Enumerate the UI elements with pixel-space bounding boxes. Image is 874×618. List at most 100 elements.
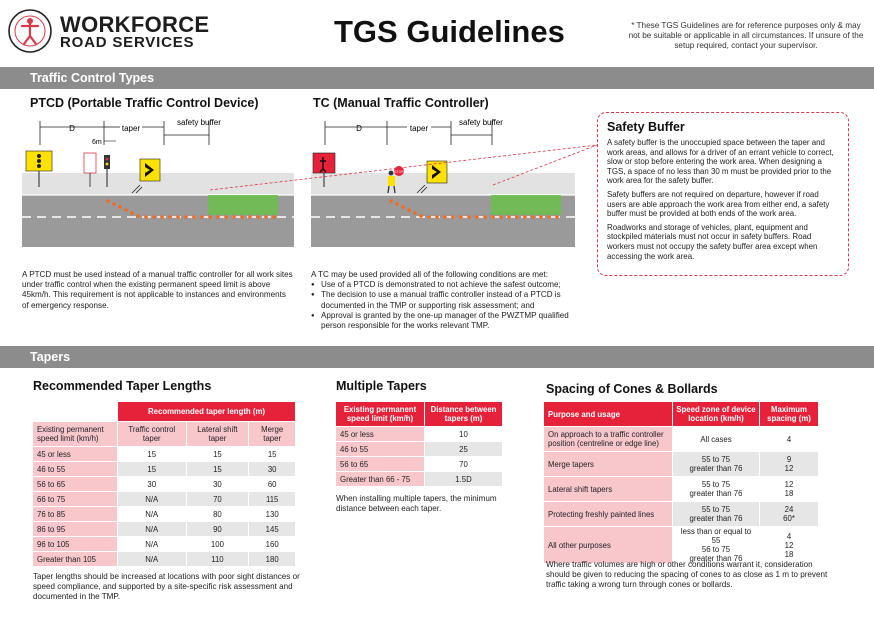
table-cell: N/A (118, 552, 186, 566)
col-header: Merge taper (249, 422, 295, 446)
table-cell: Protecting freshly painted lines (544, 502, 672, 526)
col-header: Existing permanent speed limit (km/h) (33, 422, 117, 446)
table-cell: 10 (425, 427, 502, 441)
page-title: TGS Guidelines (334, 14, 565, 49)
spacing-value: 4 (786, 531, 792, 541)
speed-value: All cases (700, 434, 732, 444)
buffer-leader-lines (209, 144, 598, 191)
table-cell: 180 (249, 552, 295, 566)
table-cell: 25 (425, 442, 502, 456)
table-cell: 15 (249, 447, 295, 461)
spacing-value: 4 (786, 434, 792, 444)
table-cell: 130 (249, 507, 295, 521)
dim-taper-label: taper (122, 124, 141, 133)
table-cell: 15 (118, 447, 186, 461)
logo-line1: WORKFORCE (60, 12, 210, 37)
section-band-tapers: Tapers (0, 346, 874, 368)
dim-6m-label: 6m (92, 139, 102, 146)
table-cell: 56 to 65 (336, 457, 424, 471)
table-cell: 46 to 55 (33, 462, 117, 476)
multiple-tapers-heading: Multiple Tapers (336, 379, 427, 393)
logo-line2: ROAD SERVICES (60, 34, 195, 51)
company-logo (4, 6, 229, 54)
logo-emblem-icon (8, 9, 52, 53)
tc-bullet: The decision to use a manual traffic con… (311, 290, 587, 310)
spacing-value: 18 (784, 549, 794, 559)
table-cell: 30 (249, 462, 295, 476)
ptcd-text: A PTCD must be used instead of a manual … (22, 270, 293, 310)
table-cell: Greater than 105 (33, 552, 117, 566)
col-header: Lateral shift taper (186, 422, 249, 446)
table-cell: 46 to 55 (336, 442, 424, 456)
table-cell: N/A (118, 507, 186, 521)
speed-value: greater than 76 (689, 554, 743, 563)
tc-intro: A TC may be used provided all of the fol… (311, 270, 548, 279)
table-cell: Lateral shift tapers (544, 477, 672, 501)
safety-buffer-title: Safety Buffer (607, 120, 685, 134)
spacing-table: Purpose and usage Speed zone of device l… (543, 401, 819, 564)
taper-lengths-note: Taper lengths should be increased at loc… (33, 572, 300, 601)
table-cell: Merge tapers (544, 452, 672, 476)
tc-heading: TC (Manual Traffic Controller) (313, 96, 489, 110)
section-band-traffic-control: Traffic Control Types (0, 67, 874, 89)
table-cell: 30 (118, 477, 186, 491)
spacing-value: 18 (784, 489, 794, 498)
spacing-heading: Spacing of Cones & Bollards (546, 382, 718, 396)
col-header: Purpose and usage (544, 402, 672, 426)
table-cell: 56 to 65 (33, 477, 117, 491)
speed-value: greater than 76 (689, 514, 743, 523)
multiple-tapers-note: When installing multiple tapers, the min… (336, 494, 497, 513)
table-cell: 45 or less (33, 447, 117, 461)
section-title: Traffic Control Types (30, 71, 155, 85)
table-cell: 90 (186, 522, 249, 536)
table-cell: 60 (249, 477, 295, 491)
spacing-value: 60* (783, 514, 795, 523)
table-cell: 76 to 85 (33, 507, 117, 521)
spacing-value: 12 (784, 480, 794, 489)
col-header: Distance between tapers (m) (425, 402, 502, 426)
table-cell: N/A (118, 537, 186, 551)
ptcd-diagram: D taper safety buffer 6m (22, 118, 294, 247)
section-title: Tapers (30, 350, 71, 364)
table-cell: 1.5D (425, 472, 502, 486)
table-cell: On approach to a traffic controller posi… (544, 427, 672, 451)
disclaimer: * These TGS Guidelines are for reference… (628, 21, 864, 50)
multiple-tapers-table: Existing permanent speed limit (km/h) Di… (335, 401, 503, 487)
table-cell: 4 (760, 427, 818, 451)
tc-text: A TC may be used provided all of the fol… (311, 270, 587, 331)
taper-lengths-heading: Recommended Taper Lengths (33, 379, 212, 393)
table-cell: 66 to 75 (33, 492, 117, 506)
table-cell: 70 (425, 457, 502, 471)
table-cell: 15 (118, 462, 186, 476)
col-header: Traffic control taper (118, 422, 186, 446)
taper-group-header: Recommended taper length (m) (118, 402, 295, 421)
table-cell: 70 (186, 492, 249, 506)
speed-value: 55 to 75 (701, 505, 731, 514)
table-cell: 145 (249, 522, 295, 536)
tc-dim-taper-label: taper (410, 124, 429, 133)
stop-bat-label: STOP (394, 170, 404, 174)
tc-dim-buffer-label: safety buffer (459, 118, 503, 127)
tc-dim-d-label: D (356, 124, 362, 133)
spacing-value: 12 (784, 540, 794, 550)
tc-bullet: Approval is granted by the one-up manage… (311, 311, 587, 331)
col-header: Existing permanent speed limit (km/h) (336, 402, 424, 426)
table-cell: 100 (186, 537, 249, 551)
table-cell: 15 (186, 447, 249, 461)
speed-value: less than or equal to 55 (680, 527, 752, 545)
safety-buffer-box: Safety Buffer A safety buffer is the uno… (597, 112, 849, 276)
safety-buffer-para: Safety buffers are not required on depar… (607, 189, 830, 219)
table-cell: Greater than 66 - 75 (336, 472, 424, 486)
table-cell: 15 (186, 462, 249, 476)
tc-bullet: Use of a PTCD is demonstrated to not ach… (311, 280, 587, 290)
spacing-value: 9 (786, 455, 792, 464)
spacing-value: 12 (784, 464, 794, 473)
spacing-value: 24 (784, 505, 794, 514)
